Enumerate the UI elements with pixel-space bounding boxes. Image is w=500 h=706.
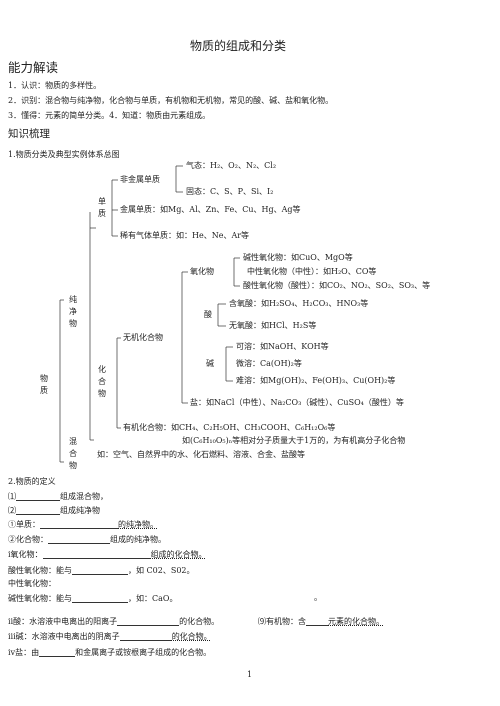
tree-root-substance: 物质 — [40, 374, 48, 395]
definition-acidic-oxide: 酸性氧化物：能与，如 C02、S02。 — [8, 566, 195, 575]
definition-mixture: ⑴组成混合物， — [8, 492, 108, 501]
definition-base: ⅲ碱：水溶液中电离出的阴离子的化合物。 — [8, 632, 212, 641]
blank-field[interactable] — [42, 550, 151, 559]
tree-mixture: 混合物 — [69, 437, 77, 470]
blank-field[interactable] — [39, 648, 76, 657]
tree-organic-compound: 有机化合物：如CH₄、C₂H₅OH、CH₃COOH、C₆H₁₂O₆等 — [123, 423, 336, 432]
blank-field[interactable] — [72, 594, 128, 603]
tree-noble-gas-element: 稀有气体单质：如：He、Ne、Ar等 — [120, 231, 250, 240]
page-title: 物质的组成和分类 — [190, 39, 287, 53]
tree-acid: 酸 — [204, 310, 212, 319]
definition-compound: ②化合物：组成的纯净物。 — [8, 535, 166, 544]
stray-mark: 。 — [314, 593, 322, 602]
tree-element: 单质 — [98, 197, 106, 218]
tree-pure-substance: 纯净物 — [69, 295, 77, 328]
tree-oxyacid: 含氧酸：如H₂SO₄、H₂CO₃、HNO₃等 — [229, 299, 369, 308]
definition-pure: ⑵组成纯净物 — [8, 506, 100, 515]
definition-basic-oxide: 碱性氧化物：能与，如：CaO。 — [8, 594, 178, 603]
definition-oxide: ⅰ氧化物：组成的化合物。 — [8, 550, 207, 559]
tree-mixture-examples: 如：空气、自然界中的水、化石燃料、溶液、合金、盐酸等 — [97, 450, 305, 459]
tree-inorganic-compound: 无机化合物 — [123, 333, 163, 342]
definition-salt: ⅳ盐：由和金属离子或铵根离子组成的化合物。 — [8, 648, 212, 657]
tree-insoluble-base: 难溶：如Mg(OH)₂、Fe(OH)₃、Cu(OH)₂等 — [236, 376, 396, 385]
tree-acidic-oxide: 酸性氧化物（酸性）：如CO₂、NO₂、SO₂、SO₃、等 — [243, 281, 431, 290]
blank-field[interactable] — [48, 535, 110, 544]
tree-compound: 化合物 — [98, 365, 106, 398]
section-heading-knowledge: 知识梳理 — [8, 128, 50, 140]
tree-nonoxyacid: 无氧酸：如HCl、H₂S等 — [229, 321, 317, 330]
tree-oxide: 氧化物 — [190, 267, 214, 276]
blank-field[interactable] — [117, 617, 180, 626]
tree-soluble-base: 可溶：如NaOH、KOH等 — [236, 342, 329, 351]
blank-field[interactable] — [72, 566, 128, 575]
tree-basic-oxide: 碱性氧化物：如CuO、MgO等 — [243, 253, 353, 262]
tree-base: 碱 — [206, 359, 214, 368]
blank-field[interactable] — [40, 520, 118, 529]
blank-field[interactable] — [306, 617, 328, 626]
tree-slightly-soluble-base: 微溶：Ca(OH)₂等 — [236, 359, 302, 368]
tree-metal-element: 金属单质：如Mg、Al、Zn、Fe、Cu、Hg、Ag等 — [120, 205, 301, 214]
tree-nonmetal-element: 非金属单质 — [120, 175, 160, 184]
ability-item-3: 3．懂得：元素的简单分类。4．知道：物质由元素组成。 — [8, 111, 211, 120]
blank-field[interactable] — [119, 632, 172, 641]
diagram-title: 1.物质分类及典型实例体系总图 — [8, 150, 120, 159]
tree-neutral-oxide: 中性氧化物（中性）：如H₂O、CO等 — [247, 267, 377, 276]
tree-solid-examples: 固态：C、S、P、Si、I₂ — [186, 187, 274, 196]
blank-field[interactable] — [16, 506, 60, 515]
definitions-heading: 2.物质的定义 — [8, 477, 56, 486]
ability-item-2: 2．识别：混合物与纯净物，化合物与单质，有机物和无机物，常见的酸、碱、盐和氧化物… — [8, 96, 334, 105]
blank-field[interactable] — [16, 492, 60, 501]
definition-element: ①单质：的纯净物。 — [8, 520, 158, 529]
page-number: 1 — [247, 670, 253, 679]
ability-item-1: 1．认识：物质的多样性。 — [8, 81, 102, 90]
tree-gas-examples: 气态：H₂、O₂、N₂、Cl₂ — [186, 161, 277, 170]
section-heading-ability: 能力解读 — [8, 60, 59, 75]
tree-organic-polymer-note: 如(C₆H₁₀O₅)ₙ等相对分子质量大于1万的，为有机高分子化合物 — [182, 436, 406, 445]
definition-neutral-oxide: 中性氧化物： — [8, 579, 56, 588]
definition-organic: ⑼有机物：含元素的化合物。 — [258, 617, 384, 626]
tree-salt: 盐：如NaCl（中性）、Na₂CO₃（碱性）、CuSO₄（酸性）等 — [190, 398, 404, 407]
definition-acid: ⅱ酸：水溶液中电离出的阳离子的化合物。 — [8, 617, 220, 626]
